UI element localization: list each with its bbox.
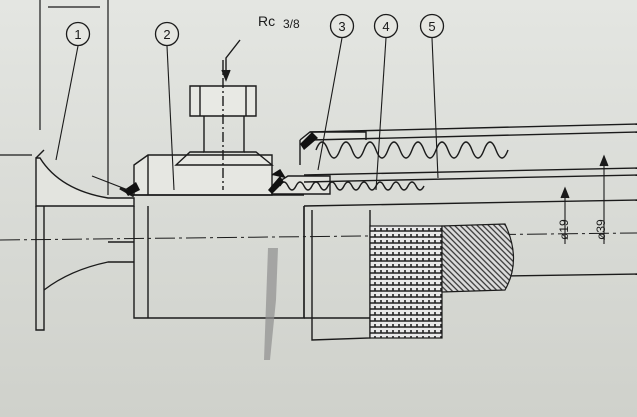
part-bubble-5: 5 [419, 13, 445, 39]
flange-part-1 [35, 149, 135, 331]
outer-diameter-label: ø39 [594, 219, 608, 240]
shadow-gap [264, 248, 278, 360]
braid-mesh-section-2 [441, 223, 514, 293]
top-border-lines [0, 0, 109, 195]
part-bubble-3: 3 [329, 13, 355, 39]
part-bubble-2: 2 [154, 21, 180, 47]
leader-lines [55, 37, 439, 191]
center-line [0, 232, 637, 241]
part-bubble-1: 1 [65, 21, 91, 47]
port-label-text: Rc [258, 13, 275, 29]
bubble-label-1: 1 [74, 27, 81, 42]
port-size-text: 3/8 [283, 17, 300, 31]
bubble-label-3: 3 [338, 19, 345, 34]
bubble-label-2: 2 [163, 27, 170, 42]
rc-port-label: Rc 3/8 [258, 13, 300, 31]
part-bubble-4: 4 [373, 13, 399, 39]
inner-diameter-label: ø19 [557, 219, 571, 240]
braid-mesh-section [369, 225, 443, 339]
weld-accents [124, 132, 318, 196]
bubble-label-4: 4 [382, 19, 389, 34]
bubble-label-5: 5 [428, 19, 435, 34]
rc-port-fitting [174, 39, 274, 190]
dimension-lines [560, 154, 609, 244]
